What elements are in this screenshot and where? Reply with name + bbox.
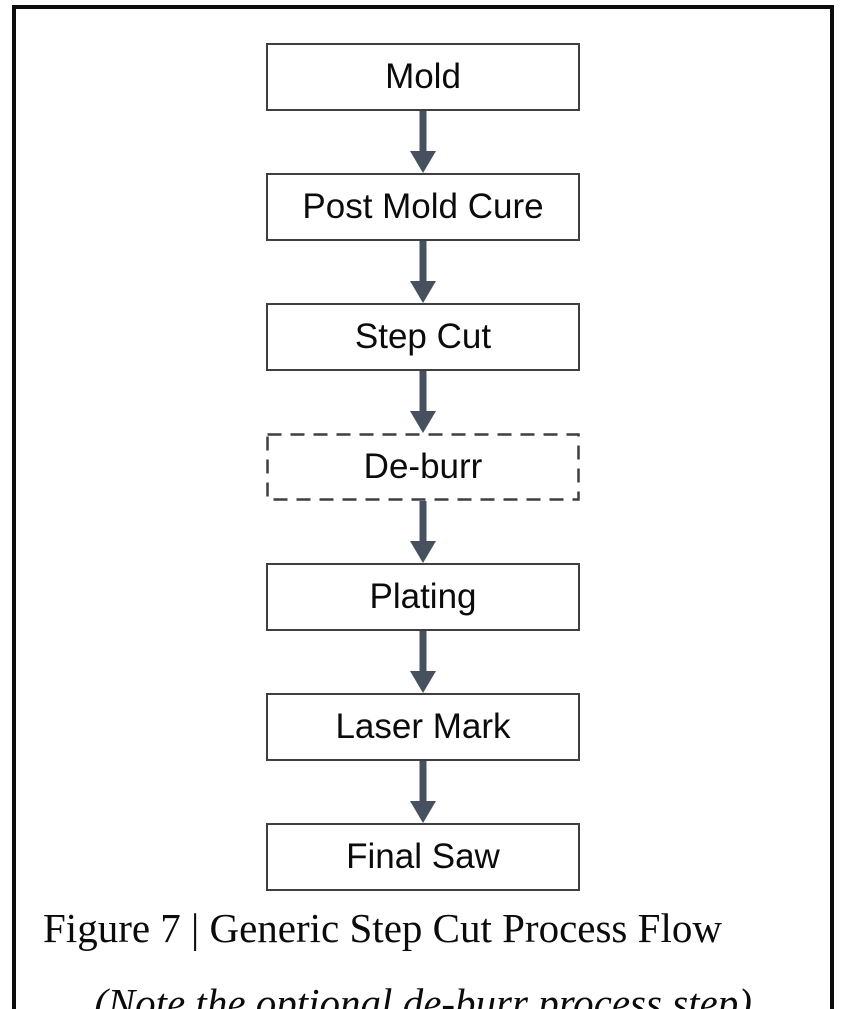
flow-step-label: Mold bbox=[385, 57, 461, 96]
down-arrow-icon bbox=[410, 371, 436, 433]
arrow-shaft bbox=[419, 501, 427, 543]
down-arrow-icon bbox=[410, 761, 436, 823]
flow-step-post-mold-cure: Post Mold Cure bbox=[266, 173, 580, 241]
flow-step-label: Laser Mark bbox=[335, 707, 511, 746]
arrow-shaft bbox=[419, 371, 427, 413]
flow-step-label: Final Saw bbox=[346, 837, 500, 876]
flow-step-label: Plating bbox=[369, 577, 477, 616]
flow-step-step-cut: Step Cut bbox=[266, 303, 580, 371]
flow-step-laser-mark: Laser Mark bbox=[266, 693, 580, 761]
flow-step-label: Post Mold Cure bbox=[302, 187, 544, 226]
arrow-shaft bbox=[419, 111, 427, 153]
arrow-head bbox=[410, 541, 436, 563]
figure-caption: Figure 7 | Generic Step Cut Process Flow bbox=[43, 905, 722, 951]
arrow-head bbox=[410, 281, 436, 303]
flow-step-label: De-burr bbox=[363, 447, 483, 486]
flow-step-plating: Plating bbox=[266, 563, 580, 631]
arrow-shaft bbox=[419, 761, 427, 803]
down-arrow-icon bbox=[410, 631, 436, 693]
flow-step-mold: Mold bbox=[266, 43, 580, 111]
flow-step-final-saw: Final Saw bbox=[266, 823, 580, 891]
process-flowchart: Mold Post Mold Cure Step Cut De-burr bbox=[266, 43, 580, 891]
down-arrow-icon bbox=[410, 111, 436, 173]
flow-step-de-burr: De-burr bbox=[266, 433, 580, 501]
arrow-head bbox=[410, 801, 436, 823]
down-arrow-icon bbox=[410, 241, 436, 303]
down-arrow-icon bbox=[410, 501, 436, 563]
arrow-shaft bbox=[419, 241, 427, 283]
dashed-border-rect bbox=[266, 433, 580, 501]
flow-step-label: Step Cut bbox=[354, 317, 492, 356]
arrow-head bbox=[410, 151, 436, 173]
dashed-border bbox=[266, 433, 580, 501]
arrow-head bbox=[410, 671, 436, 693]
figure-note: (Note the optional de-burr process step) bbox=[94, 980, 752, 1009]
arrow-shaft bbox=[419, 631, 427, 673]
figure-border-frame bbox=[12, 5, 834, 1009]
arrow-head bbox=[410, 411, 436, 433]
